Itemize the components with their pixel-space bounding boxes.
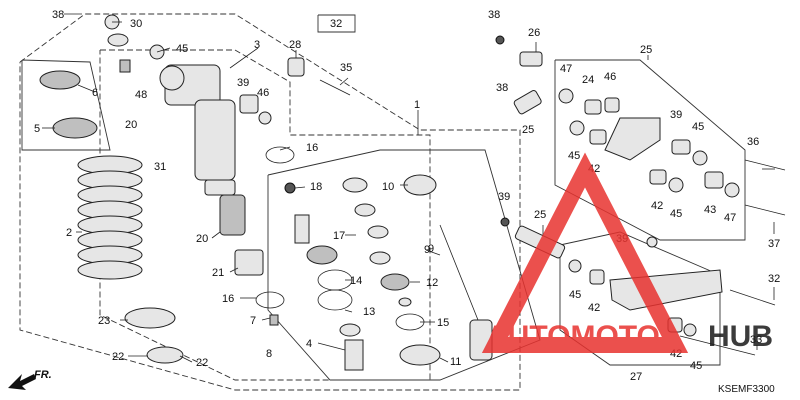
callout-label: 38 — [496, 82, 508, 94]
callout-label: 30 — [130, 18, 142, 30]
callout-label: 10 — [382, 181, 394, 193]
callout-label: 25 — [640, 44, 652, 56]
frame-damper-body — [99, 49, 431, 381]
callout-label: 38 — [488, 9, 500, 21]
spring-seat-23 — [124, 307, 184, 364]
callout-label: 25 — [522, 124, 534, 136]
parts — [39, 14, 786, 371]
callout-label: 13 — [363, 306, 375, 318]
callout-label: 22 — [112, 351, 124, 363]
callout-label: 7 — [250, 315, 256, 327]
bushings-top — [104, 14, 305, 125]
callouts: 38 30 45 3 28 35 6 5 48 20 31 39 46 32 1… — [34, 9, 780, 383]
frame-spring-seats — [21, 59, 111, 151]
callout-label: 39 — [498, 191, 510, 203]
fr-arrow-icon — [8, 374, 36, 390]
watermark-text-right: HUB — [708, 320, 773, 353]
arm-assembly — [319, 35, 786, 216]
callout-label: 42 — [651, 200, 663, 212]
callout-label: 46 — [604, 71, 616, 83]
callout-label: 11 — [450, 356, 461, 368]
callout-label: 2 — [66, 227, 72, 239]
callout-label: 47 — [724, 212, 736, 224]
callout-label: 43 — [704, 204, 716, 216]
frame-shock-assembly — [19, 13, 521, 391]
watermark-text-left: AUTOMOTO — [486, 320, 660, 353]
callout-label: 48 — [135, 89, 147, 101]
callout-label: 12 — [426, 277, 438, 289]
callout-label: 9 — [428, 243, 434, 255]
callout-label: 4 — [306, 338, 312, 350]
callout-label: 45 — [568, 150, 580, 162]
front-direction: FR. — [8, 369, 52, 390]
callout-label: 38 — [52, 9, 64, 21]
callout-label: 35 — [340, 62, 352, 74]
callout-label: 23 — [98, 315, 110, 327]
callout-label: 20 — [196, 233, 208, 245]
watermark-logo: AUTOMOTO HUB — [481, 152, 773, 353]
callout-label: 24 — [582, 74, 594, 86]
frame-33 — [317, 14, 356, 33]
callout-label: 14 — [350, 275, 362, 287]
callout-label: 33 — [750, 334, 762, 346]
callout-label: 42 — [588, 302, 600, 314]
callout-label: 32 — [768, 273, 780, 285]
damper-internals — [284, 174, 493, 371]
callout-label: 25 — [534, 209, 546, 221]
callout-label: 28 — [289, 39, 301, 51]
callout-label: 46 — [257, 87, 269, 99]
callout-label: 18 — [310, 181, 322, 193]
callout-label: 9 — [424, 244, 430, 256]
callout-label: 36 — [747, 136, 759, 148]
callout-label: 37 — [768, 238, 780, 250]
frame-arm-assembly — [554, 59, 746, 241]
diagram-code: KSEMF3300 — [718, 384, 775, 395]
callout-label: 31 — [154, 161, 166, 173]
callout-label: 1 — [414, 99, 420, 111]
callout-label: 47 — [560, 63, 572, 75]
callout-label: 6 — [92, 87, 98, 99]
callout-label: 15 — [437, 317, 449, 329]
callout-label: 45 — [670, 208, 682, 220]
small-rings — [255, 146, 295, 326]
callout-label: 45 — [569, 289, 581, 301]
callout-label: 16 — [306, 142, 318, 154]
callout-label: 21 — [212, 267, 224, 279]
fr-label: FR. — [34, 369, 52, 381]
watermark-triangle-icon — [481, 152, 689, 353]
callout-label: 26 — [528, 27, 540, 39]
callout-label: 8 — [266, 348, 272, 360]
callout-label: 45 — [692, 121, 704, 133]
callout-label: 3 — [254, 39, 260, 51]
callout-label: 20 — [125, 119, 137, 131]
callout-label: 22 — [196, 357, 208, 369]
shock-body-3 — [159, 64, 264, 276]
callout-label: 39 — [237, 77, 249, 89]
callout-label: 32 — [330, 18, 342, 30]
callout-label: 16 — [222, 293, 234, 305]
lock-rings-5-6 — [39, 70, 98, 139]
callout-label: 45 — [690, 360, 702, 372]
callout-label: 27 — [630, 371, 642, 383]
callout-label: 17 — [333, 230, 345, 242]
callout-label: 39 — [670, 109, 682, 121]
callout-label: 5 — [34, 123, 40, 135]
spring-2 — [77, 155, 143, 280]
leader-lines — [42, 13, 775, 363]
callout-label: 45 — [176, 43, 188, 55]
